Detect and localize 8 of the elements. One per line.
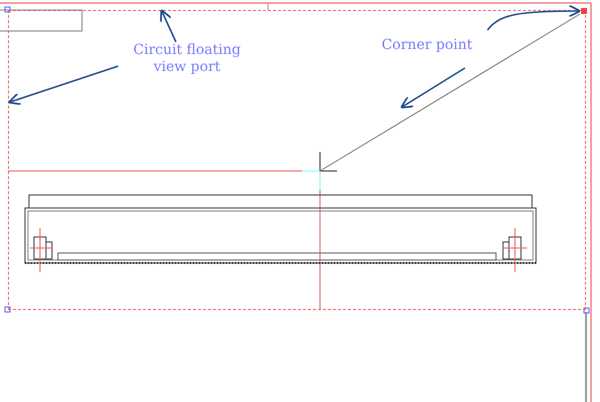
arrow xyxy=(8,65,118,106)
callout-text: Circuit floating view port xyxy=(122,42,252,78)
arrow xyxy=(400,67,466,108)
arrow xyxy=(160,8,177,42)
arrow xyxy=(486,4,582,31)
viewport-frame xyxy=(8,10,586,310)
callout-text: Corner point xyxy=(372,37,482,57)
corner-point-marker xyxy=(581,8,587,14)
